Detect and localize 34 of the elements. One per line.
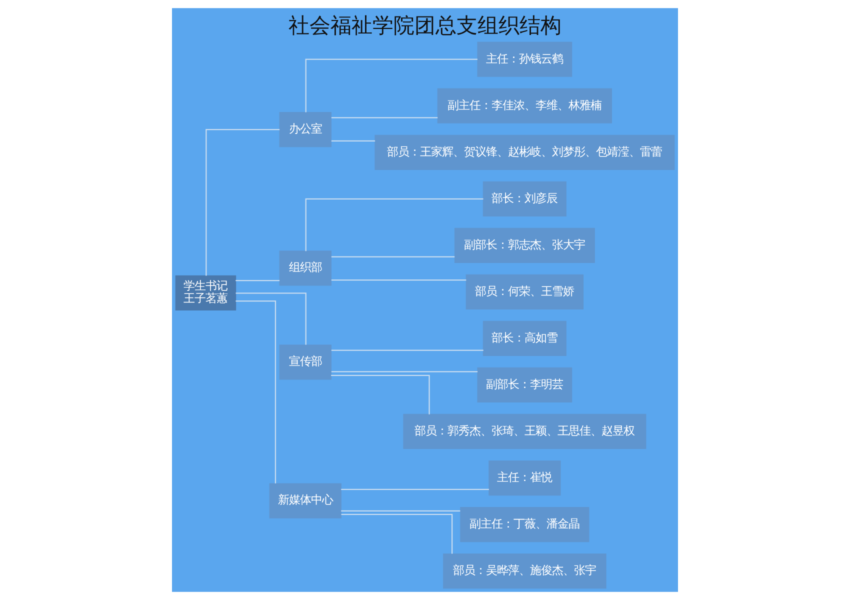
diagram-title: 社会福祉学院团总支组织结构 [288, 13, 562, 38]
node-box: 副主任：李佳浓、李维、林雅楠 [437, 88, 612, 124]
connector [305, 198, 484, 252]
node-box: 学生书记 王子茗蕙 [175, 275, 236, 310]
node-box: 主任：孙钱云鹤 [477, 42, 572, 77]
node-box: 部长：刘彦辰 [482, 181, 566, 216]
connector [236, 280, 280, 282]
connector [341, 514, 453, 554]
node-box: 部员：郭秀杰、张琦、王颖、王思佳、赵昱权 [403, 414, 646, 450]
node-box: 部长：高如雪 [482, 320, 566, 356]
node-box: 宣传部 [279, 344, 332, 380]
node-box: 组织部 [279, 250, 332, 286]
connector [236, 292, 306, 345]
connector [305, 58, 478, 112]
connector [331, 350, 484, 351]
node-box: 副部长：李明芸 [477, 367, 572, 403]
connector [331, 374, 430, 414]
node-box: 部员：王家辉、贺议锋、赵彬岐、刘梦彤、包靖滢、雷蕾 [374, 134, 675, 170]
connector [341, 510, 460, 512]
node-box: 副部长：郭志杰、张大宇 [454, 228, 595, 263]
connector [331, 117, 438, 118]
connector [331, 140, 376, 142]
node-box: 副主任：丁薇、潘金晶 [460, 506, 590, 542]
connector [331, 371, 478, 372]
node-box: 办公室 [279, 112, 332, 148]
connector [331, 280, 466, 281]
connector [236, 300, 276, 484]
node-box: 部员：何荣、王雪娇 [466, 274, 584, 310]
connector [341, 488, 489, 490]
node-box: 新媒体中心 [269, 483, 342, 518]
node-box: 部员：吴晔萍、施俊杰、张宇 [443, 553, 606, 589]
connector [206, 129, 280, 276]
connector [331, 256, 455, 258]
node-box: 主任：崔悦 [488, 460, 561, 496]
